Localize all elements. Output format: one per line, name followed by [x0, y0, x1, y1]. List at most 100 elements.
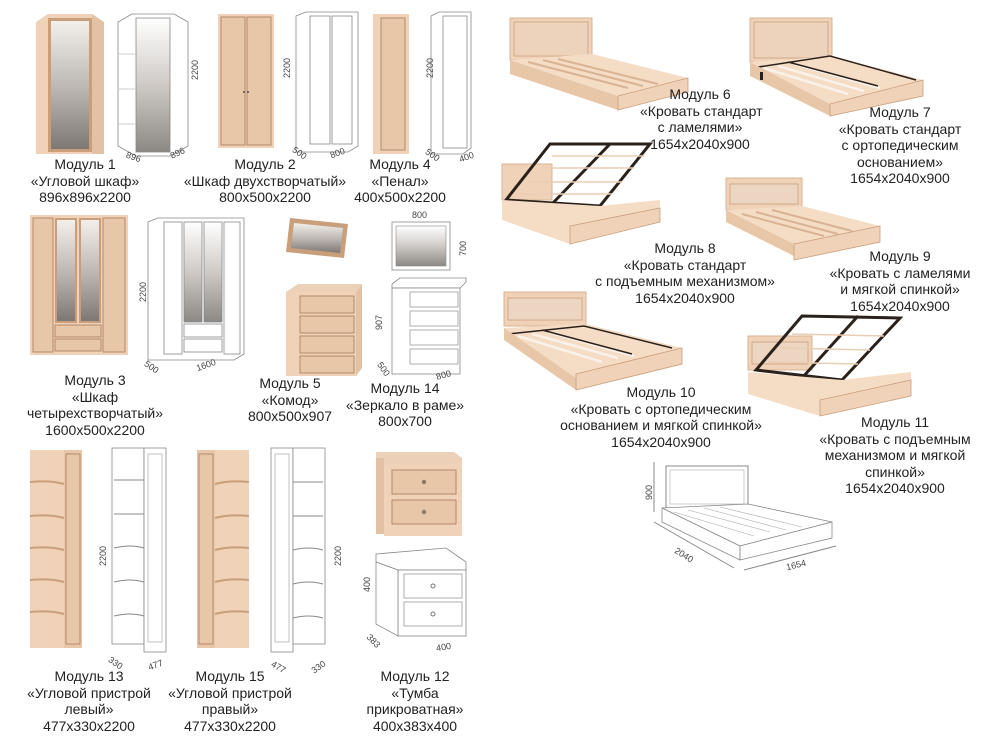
dim-height: 2200	[98, 545, 108, 566]
module-title: Модуль 3	[64, 372, 126, 388]
corner-wardrobe-image	[36, 14, 104, 154]
four-door-wardrobe-drawing	[147, 217, 245, 361]
module-size: 1654x2040x900	[635, 289, 735, 306]
module-caption: Модуль 4 «Пенал» 400x500x2200	[340, 156, 460, 206]
module-size: 400x383x400	[372, 717, 458, 734]
module-9-caption: Модуль 9 «Кровать с ламелями и мягкой сп…	[820, 248, 980, 314]
dim-depth: 330	[309, 658, 328, 676]
module-title: Модуль 1	[54, 156, 116, 172]
module-name-line-2: с подъемным механизмом»	[595, 273, 775, 289]
wall-mirror-image	[286, 218, 348, 258]
dim-height: 2200	[190, 59, 200, 80]
module-size: 800x500x2200	[219, 189, 311, 205]
bedside-table-image	[376, 452, 462, 536]
module-title: Модуль 7	[869, 104, 931, 120]
module-title: Модуль 13	[54, 668, 124, 684]
module-title: Модуль 12	[380, 668, 450, 684]
four-door-wardrobe-image	[30, 215, 128, 355]
module-name-line-2: механизмом и мягкой	[824, 447, 966, 463]
module-name-line-2: правый»	[201, 701, 259, 717]
module-name-line-1: «Тумба	[391, 684, 439, 701]
bed-with-slats-image	[509, 17, 689, 111]
corner-wardrobe-drawing	[117, 13, 189, 157]
module-name-line-2: с ортопедическим	[841, 137, 959, 153]
dim-width: 400	[435, 640, 452, 654]
module-name-line-3: спинкой»	[865, 463, 925, 480]
dim-chest-height: 907	[374, 314, 384, 330]
module-name-line-1: «Шкаф	[71, 388, 119, 405]
two-door-wardrobe-drawing	[295, 11, 359, 153]
dim-height: 2200	[425, 57, 435, 78]
module-size: 800x500x907	[247, 408, 333, 424]
module-caption: Модуль 3 «Шкаф четырехстворчатый» 1600x5…	[20, 372, 170, 438]
module-11-caption: Модуль 11 «Кровать с подъемным механизмо…	[810, 414, 980, 497]
module-name: «Угловой шкаф»	[30, 172, 140, 189]
module-size: 1654x2040x900	[650, 135, 750, 152]
module-name-line-1: «Кровать с ортопедическим	[570, 400, 752, 417]
bed-dimension-drawing	[653, 462, 837, 571]
module-size: 896x896x2200	[39, 189, 131, 205]
module-caption: Модуль 13 «Угловой пристрой левый» 477x3…	[14, 668, 164, 734]
dim-height: 2200	[138, 281, 148, 302]
module-caption: Модуль 2 «Шкаф двухстворчатый» 800x500x2…	[160, 156, 370, 206]
left-corner-unit-image	[29, 450, 82, 648]
module-name-line-2: четырехстворчатый»	[26, 405, 163, 421]
module-size: 1654x2040x900	[850, 170, 950, 186]
dim-mirror-width: 800	[412, 210, 428, 220]
module-title: Модуль 6	[669, 86, 731, 102]
module-title: Модуль 9	[869, 248, 931, 264]
module-name: «Пенал»	[371, 172, 429, 189]
module-name-line-1: «Кровать стандарт	[838, 120, 962, 137]
module-name-line-1: «Угловой пристрой	[168, 684, 292, 701]
module-size: 1654x2040x900	[611, 433, 711, 450]
module-6-caption: Модуль 6 «Кровать стандарт с ламелями» 1…	[640, 86, 763, 152]
dim-bed-height: 900	[644, 484, 654, 500]
module-name: «Комод»	[261, 391, 319, 408]
module-3: 2200 500 1600 Модуль 3 «Шкаф четырехство…	[0, 210, 250, 440]
module-name-line-2: и мягкой спинкой»	[840, 281, 960, 297]
module-caption: Модуль 14 «Зеркало в раме» 800x700	[330, 380, 480, 430]
narrow-cabinet-drawing	[430, 11, 472, 155]
module-size: 477x330x2200	[184, 717, 276, 734]
bed-orthopedic-soft-headboard-image	[503, 291, 683, 391]
module-size: 400x500x2200	[354, 189, 446, 205]
module-4: 2200 500 400 Модуль 4 «Пенал» 400x500x22…	[354, 0, 495, 210]
bed-slats-soft-headboard-image	[725, 177, 881, 261]
right-corner-unit-image	[197, 450, 250, 648]
module-5: Модуль 5 «Комод» 800x500x907	[248, 210, 370, 440]
dim-chest-depth: 500	[375, 359, 392, 379]
module-caption: Модуль 12 «Тумба прикроватная» 400x383x4…	[345, 668, 485, 734]
bed-orthopedic-image	[749, 17, 924, 117]
module-2: 2200 500 800 Модуль 2 «Шкаф двухстворчат…	[184, 0, 360, 210]
module-title: Модуль 5	[259, 375, 321, 391]
module-title: Модуль 10	[626, 384, 696, 400]
dim-height: 2200	[282, 57, 292, 78]
module-name-line-2: основанием и мягкой спинкой»	[560, 417, 762, 433]
bedside-table-drawing	[375, 547, 467, 637]
module-15: 2200 477 330 Модуль 15 «Угловой пристрой…	[168, 440, 350, 749]
module-title: Модуль 11	[860, 414, 930, 430]
module-title: Модуль 14	[370, 380, 440, 396]
two-door-wardrobe-image	[218, 14, 274, 148]
narrow-cabinet-image	[373, 14, 409, 154]
module-caption: Модуль 1 «Угловой шкаф» 896x896x2200	[10, 156, 160, 206]
module-8-caption: Модуль 8 «Кровать стандарт с подъемным м…	[590, 240, 780, 306]
module-name-line-2: левый»	[64, 701, 114, 717]
left-corner-unit-drawing	[111, 447, 167, 653]
mirror-drawing	[391, 221, 451, 271]
module-13: 2200 330 477 Модуль 13 «Угловой пристрой…	[0, 440, 185, 749]
dim-height: 400	[362, 576, 372, 592]
right-corner-unit-drawing	[270, 447, 326, 653]
module-size: 477x330x2200	[43, 717, 135, 734]
module-caption: Модуль 15 «Угловой пристрой правый» 477x…	[155, 668, 305, 734]
module-12: 400 383 400 Модуль 12 «Тумба прикроватна…	[350, 440, 495, 749]
chest-of-drawers-image	[286, 284, 362, 376]
module-size: 1600x500x2200	[45, 421, 145, 438]
module-1: 2200 896 896 Модуль 1 «Угловой шкаф» 896…	[0, 0, 200, 210]
module-7-caption: Модуль 7 «Кровать стандарт с ортопедичес…	[830, 104, 970, 187]
module-name: «Шкаф двухстворчатый»	[183, 172, 347, 189]
module-10-caption: Модуль 10 «Кровать с ортопедическим осно…	[556, 384, 766, 450]
module-size: 800x700	[378, 413, 432, 429]
module-name-line-1: «Кровать стандарт	[640, 102, 763, 119]
module-name-line-1: «Кровать с ламелями	[829, 264, 971, 281]
